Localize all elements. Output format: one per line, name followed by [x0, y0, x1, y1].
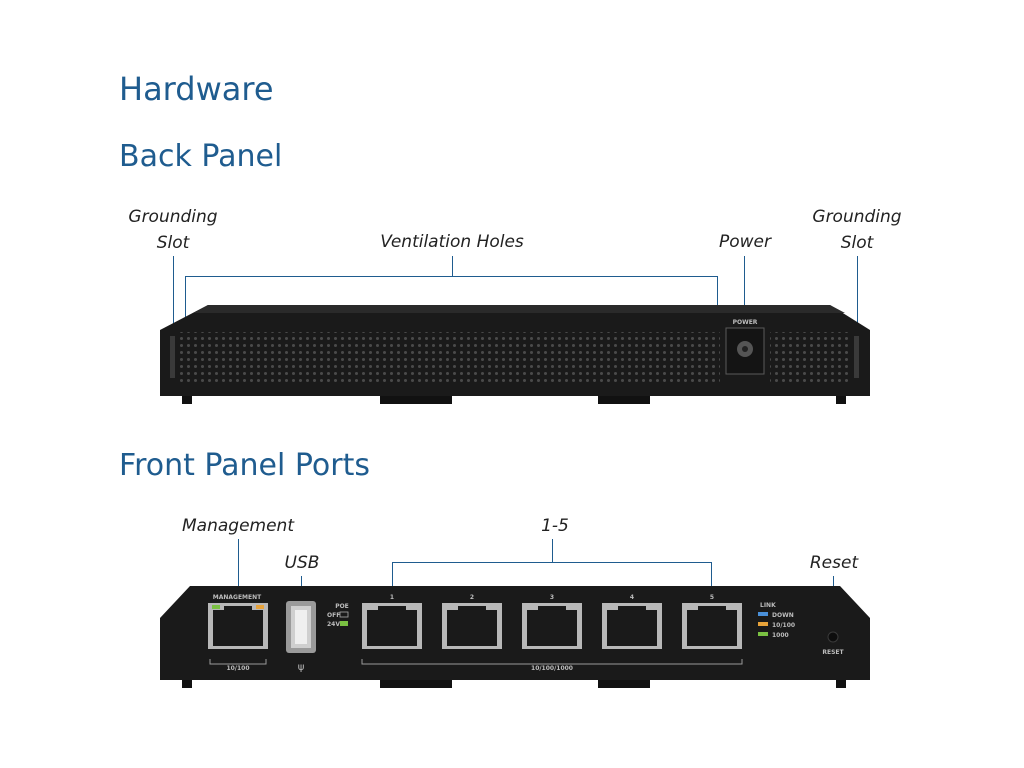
callout-grounding-left-line2: Slot — [156, 233, 190, 253]
callout-reset: Reset — [809, 553, 859, 573]
link-10-100-label: 10/100 — [772, 622, 795, 629]
heading-back-panel: Back Panel — [119, 139, 283, 174]
link-led-down — [758, 612, 768, 616]
ventilation-holes-left — [180, 332, 720, 382]
ethernet-port-2: 2 — [442, 594, 502, 649]
grounding-slot-left — [170, 336, 175, 378]
ventilation-holes-right — [770, 332, 848, 382]
back-panel-device: POWER — [160, 305, 870, 404]
front-panel-device: MANAGEMENT 10/100 ψ POE OFF 24V 1 2 3 — [160, 586, 870, 688]
link-label: LINK — [760, 602, 776, 609]
leader-power — [744, 256, 745, 348]
port-number-5: 5 — [710, 594, 714, 601]
foot-center-left — [380, 678, 452, 688]
grounding-slot-right — [854, 336, 859, 378]
callout-management: Management — [182, 516, 294, 536]
poe-label: POE — [335, 603, 349, 610]
callout-usb: USB — [284, 553, 320, 573]
poe-led-off — [339, 611, 349, 618]
callout-ports-1-5: 1-5 — [541, 516, 569, 536]
heading-front-panel-ports: Front Panel Ports — [119, 448, 370, 483]
reset-label: RESET — [822, 649, 844, 656]
link-down-label: DOWN — [772, 612, 794, 619]
management-port — [208, 603, 268, 649]
management-led-green — [212, 605, 220, 609]
callout-grounding-slot-left: Grounding Slot — [118, 204, 228, 256]
callout-grounding-slot-right: Grounding Slot — [802, 204, 912, 256]
management-led-amber — [256, 605, 264, 609]
management-speed-label: 10/100 — [226, 665, 249, 672]
foot-left — [182, 394, 192, 404]
leader-ventilation-bracket — [185, 276, 718, 277]
ethernet-port-1: 1 — [362, 594, 422, 649]
management-port-label: MANAGEMENT — [213, 594, 262, 601]
power-label: POWER — [733, 319, 758, 326]
heading-hardware: Hardware — [119, 70, 274, 108]
leader-ports-bracket — [392, 562, 712, 563]
port-number-1: 1 — [390, 594, 394, 601]
poe-off-label: OFF — [327, 612, 340, 619]
callout-grounding-right-line2: Slot — [840, 233, 874, 253]
foot-left — [182, 678, 192, 688]
foot-right — [836, 394, 846, 404]
port-number-3: 3 — [550, 594, 554, 601]
leader-ports-stem — [552, 539, 553, 562]
link-1000-label: 1000 — [772, 632, 789, 639]
ethernet-port-4: 4 — [602, 594, 662, 649]
link-led-1000 — [758, 632, 768, 636]
port-number-4: 4 — [630, 594, 634, 601]
poe-led-24v — [340, 621, 348, 626]
leader-ventilation-left — [185, 276, 186, 348]
callout-grounding-right-line1: Grounding — [812, 207, 902, 227]
ethernet-port-5: 5 — [682, 594, 742, 649]
leader-management — [238, 539, 239, 615]
foot-right — [836, 678, 846, 688]
link-led-10-100 — [758, 622, 768, 626]
reset-button[interactable] — [827, 631, 839, 643]
foot-center-right — [598, 678, 650, 688]
leader-ventilation-stem — [452, 256, 453, 276]
poe-24v-label: 24V — [327, 621, 340, 628]
leader-grounding-left — [173, 256, 174, 350]
foot-center-right — [598, 394, 650, 404]
port-number-2: 2 — [470, 594, 474, 601]
ethernet-port-3: 3 — [522, 594, 582, 649]
usb-port — [286, 601, 316, 653]
leader-grounding-right — [857, 256, 858, 350]
foot-center-left — [380, 394, 452, 404]
ports-speed-label: 10/100/1000 — [531, 665, 573, 672]
callout-grounding-left-line1: Grounding — [128, 207, 218, 227]
callout-power: Power — [718, 232, 771, 252]
callout-ventilation-holes: Ventilation Holes — [380, 232, 524, 252]
usb-icon: ψ — [298, 662, 305, 673]
